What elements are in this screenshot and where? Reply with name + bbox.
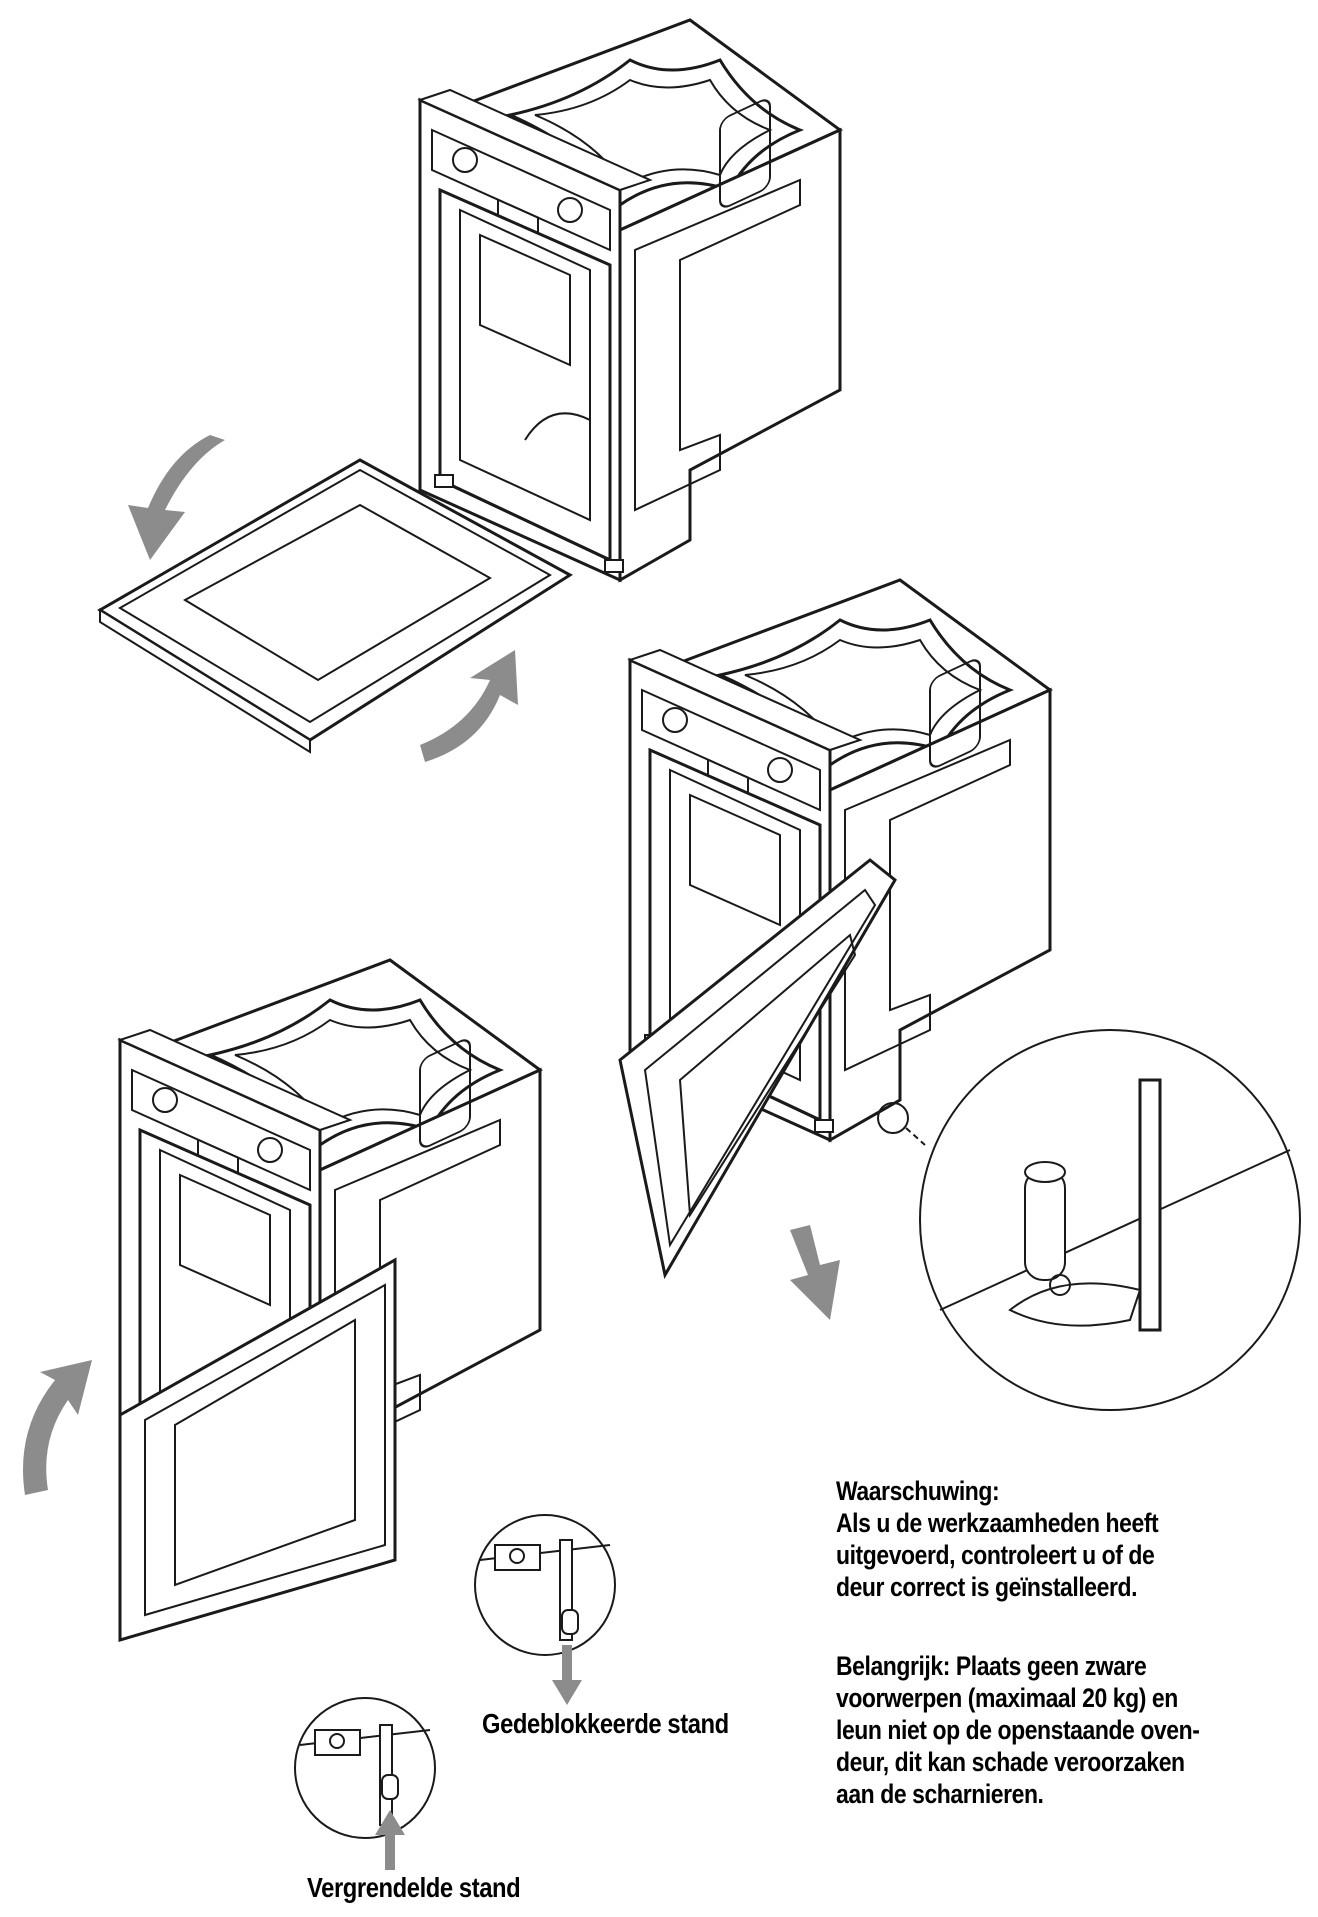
warning-line: deur correct is geïnstalleerd. [836, 1572, 1138, 1602]
oven-door-tilted [618, 578, 1052, 1280]
rotate-arrow-bottom-right [420, 650, 518, 762]
hinge-detail-zoom [877, 1029, 1301, 1411]
important-line: Belangrijk: Plaats geen zware [836, 1651, 1147, 1681]
down-arrow-middle [790, 1225, 840, 1320]
oven-door-closed [418, 18, 842, 582]
up-arrow-left [23, 1360, 92, 1495]
warning-block: Waarschuwing: Als u de werkzaamheden hee… [836, 1475, 1159, 1603]
warning-title: Waarschuwing: [836, 1476, 1000, 1506]
important-block: Belangrijk: Plaats geen zware voorwerpen… [836, 1650, 1200, 1810]
oven-door-reinstalled [118, 958, 542, 1642]
locked-position-label: Vergrendelde stand [307, 1872, 521, 1903]
unlocked-position-detail [474, 1514, 616, 1705]
rotate-arrow-top-left [128, 435, 225, 560]
warning-line: Als u de werkzaamheden heeft [836, 1508, 1159, 1538]
important-line: voorwerpen (maximaal 20 kg) en [836, 1683, 1178, 1713]
important-line: leun niet op de openstaande oven- [836, 1715, 1200, 1745]
important-line: deur, dit kan schade veroorzaken [836, 1747, 1185, 1777]
unlocked-position-label: Gedeblokkeerde stand [482, 1708, 729, 1739]
warning-line: uitgevoerd, controleert u of de [836, 1540, 1155, 1570]
removed-door [97, 458, 573, 754]
important-line: aan de scharnieren. [836, 1779, 1044, 1809]
locked-position-detail [294, 1697, 436, 1870]
